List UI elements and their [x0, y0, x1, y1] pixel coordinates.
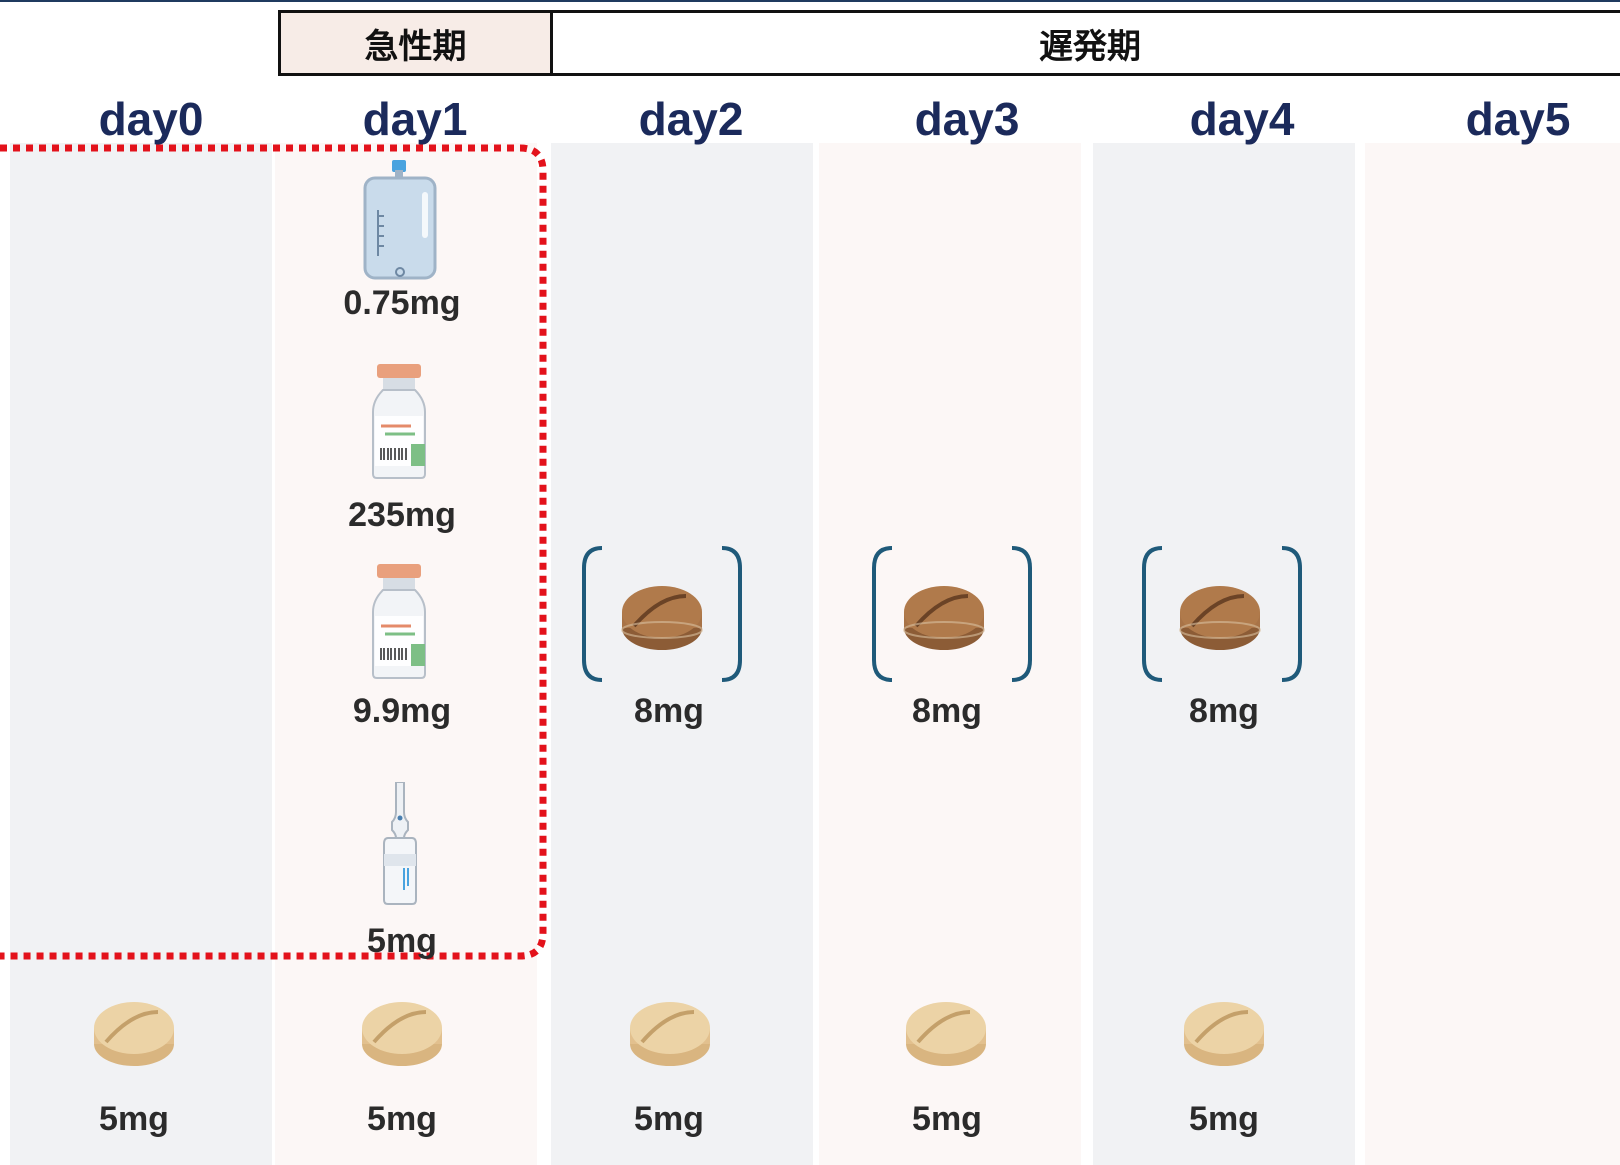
dose-vial-1: 235mg — [348, 496, 456, 534]
dose-daily-day1: 5mg — [367, 1100, 437, 1138]
beige-tablet-icon — [360, 998, 444, 1070]
day-label-1: day1 — [362, 93, 468, 145]
vial-icon — [371, 564, 427, 680]
day-label-0: day0 — [98, 93, 204, 145]
dose-daily-day2: 5mg — [634, 1100, 704, 1138]
dose-daily-day4: 5mg — [1189, 1100, 1259, 1138]
ampoule-icon — [382, 782, 418, 906]
beige-tablet-icon — [904, 998, 988, 1070]
vial-icon — [371, 364, 427, 480]
day-label-4: day4 — [1189, 93, 1295, 145]
day-label-2: day2 — [638, 93, 744, 145]
dose-late-day2: 8mg — [634, 692, 704, 730]
dose-late-day3: 8mg — [912, 692, 982, 730]
dose-iv-bag: 0.75mg — [343, 284, 461, 322]
dose-ampoule: 5mg — [367, 922, 437, 960]
top-rule — [0, 0, 1620, 2]
phase-late-box: 遅発期 — [550, 10, 1620, 76]
dose-late-day4: 8mg — [1189, 692, 1259, 730]
day5-column — [1365, 143, 1620, 1165]
dose-vial-2: 9.9mg — [352, 692, 452, 730]
phase-acute-box: 急性期 — [278, 10, 553, 76]
late-dose-bracket-day2 — [578, 544, 746, 684]
day0-column — [10, 143, 272, 1165]
brown-tablet-icon — [620, 582, 704, 654]
brown-tablet-icon — [1178, 582, 1262, 654]
beige-tablet-icon — [92, 998, 176, 1070]
day-label-3: day3 — [914, 93, 1020, 145]
brown-tablet-icon — [902, 582, 986, 654]
day4-column — [1093, 143, 1355, 1165]
acute-region-outline — [0, 144, 547, 960]
dose-daily-day3: 5mg — [912, 1100, 982, 1138]
phase-acute-label: 急性期 — [364, 27, 467, 66]
day3-column — [819, 143, 1081, 1165]
iv-bag-icon — [362, 160, 438, 282]
phase-late-label: 遅発期 — [1039, 27, 1141, 66]
beige-tablet-icon — [628, 998, 712, 1070]
dose-daily-day0: 5mg — [99, 1100, 169, 1138]
day-label-5: day5 — [1465, 93, 1571, 145]
beige-tablet-icon — [1182, 998, 1266, 1070]
late-dose-bracket-day4 — [1138, 544, 1306, 684]
late-dose-bracket-day3 — [868, 544, 1036, 684]
day2-column — [551, 143, 813, 1165]
